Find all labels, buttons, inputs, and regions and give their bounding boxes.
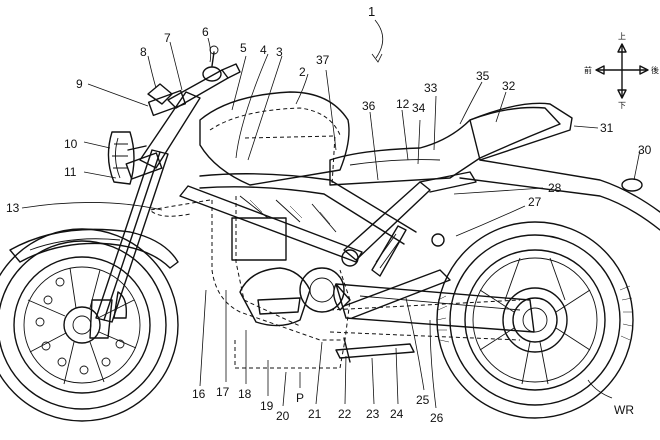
label-13: 13 <box>6 201 20 215</box>
label-16: 16 <box>192 387 206 401</box>
compass-rear-label: 後 <box>651 65 659 75</box>
label-19: 19 <box>260 399 274 413</box>
compass-front-label: 前 <box>584 65 592 75</box>
label-35: 35 <box>476 69 490 83</box>
label-31: 31 <box>600 121 614 135</box>
label-22: 22 <box>338 407 352 421</box>
motor <box>240 268 344 326</box>
label-34: 34 <box>412 101 426 115</box>
reference-labels: 1 2 3 4 5 6 7 8 9 10 11 12 13 16 17 18 1… <box>6 4 652 425</box>
front-fender <box>10 229 178 268</box>
label-36: 36 <box>362 99 376 113</box>
label-17: 17 <box>216 385 230 399</box>
tail-cowl <box>460 103 660 230</box>
tank-cover <box>200 92 349 185</box>
label-3: 3 <box>276 45 283 59</box>
label-10: 10 <box>64 137 78 151</box>
handlebar <box>148 46 240 108</box>
label-23: 23 <box>366 407 380 421</box>
label-figure-1: 1 <box>368 4 375 19</box>
label-WR: WR <box>614 403 634 417</box>
side-stand <box>336 338 414 362</box>
label-7: 7 <box>164 31 171 45</box>
label-8: 8 <box>140 45 147 59</box>
label-18: 18 <box>238 387 252 401</box>
label-33: 33 <box>424 81 438 95</box>
main-frame <box>180 172 476 266</box>
label-27: 27 <box>528 195 542 209</box>
label-P: P <box>296 391 304 405</box>
label-28: 28 <box>548 181 562 195</box>
label-4: 4 <box>260 43 267 57</box>
label-21: 21 <box>308 407 322 421</box>
label-5: 5 <box>240 41 247 55</box>
label-25: 25 <box>416 393 430 407</box>
label-12: 12 <box>396 97 410 111</box>
label-6: 6 <box>202 25 209 39</box>
rear-shock <box>372 226 406 276</box>
label-26: 26 <box>430 411 444 425</box>
compass-down-label: 下 <box>618 101 626 110</box>
compass-up-label: 上 <box>618 32 626 41</box>
direction-compass: 上 下 前 後 <box>584 32 659 110</box>
swingarm <box>334 270 534 332</box>
label-24: 24 <box>390 407 404 421</box>
label-2: 2 <box>299 65 306 79</box>
label-30: 30 <box>638 143 652 157</box>
label-37: 37 <box>316 53 330 67</box>
label-32: 32 <box>502 79 516 93</box>
label-11: 11 <box>64 165 77 179</box>
label-9: 9 <box>76 77 83 91</box>
seat <box>330 108 560 186</box>
rear-wheel <box>437 222 633 418</box>
label-20: 20 <box>276 409 290 423</box>
